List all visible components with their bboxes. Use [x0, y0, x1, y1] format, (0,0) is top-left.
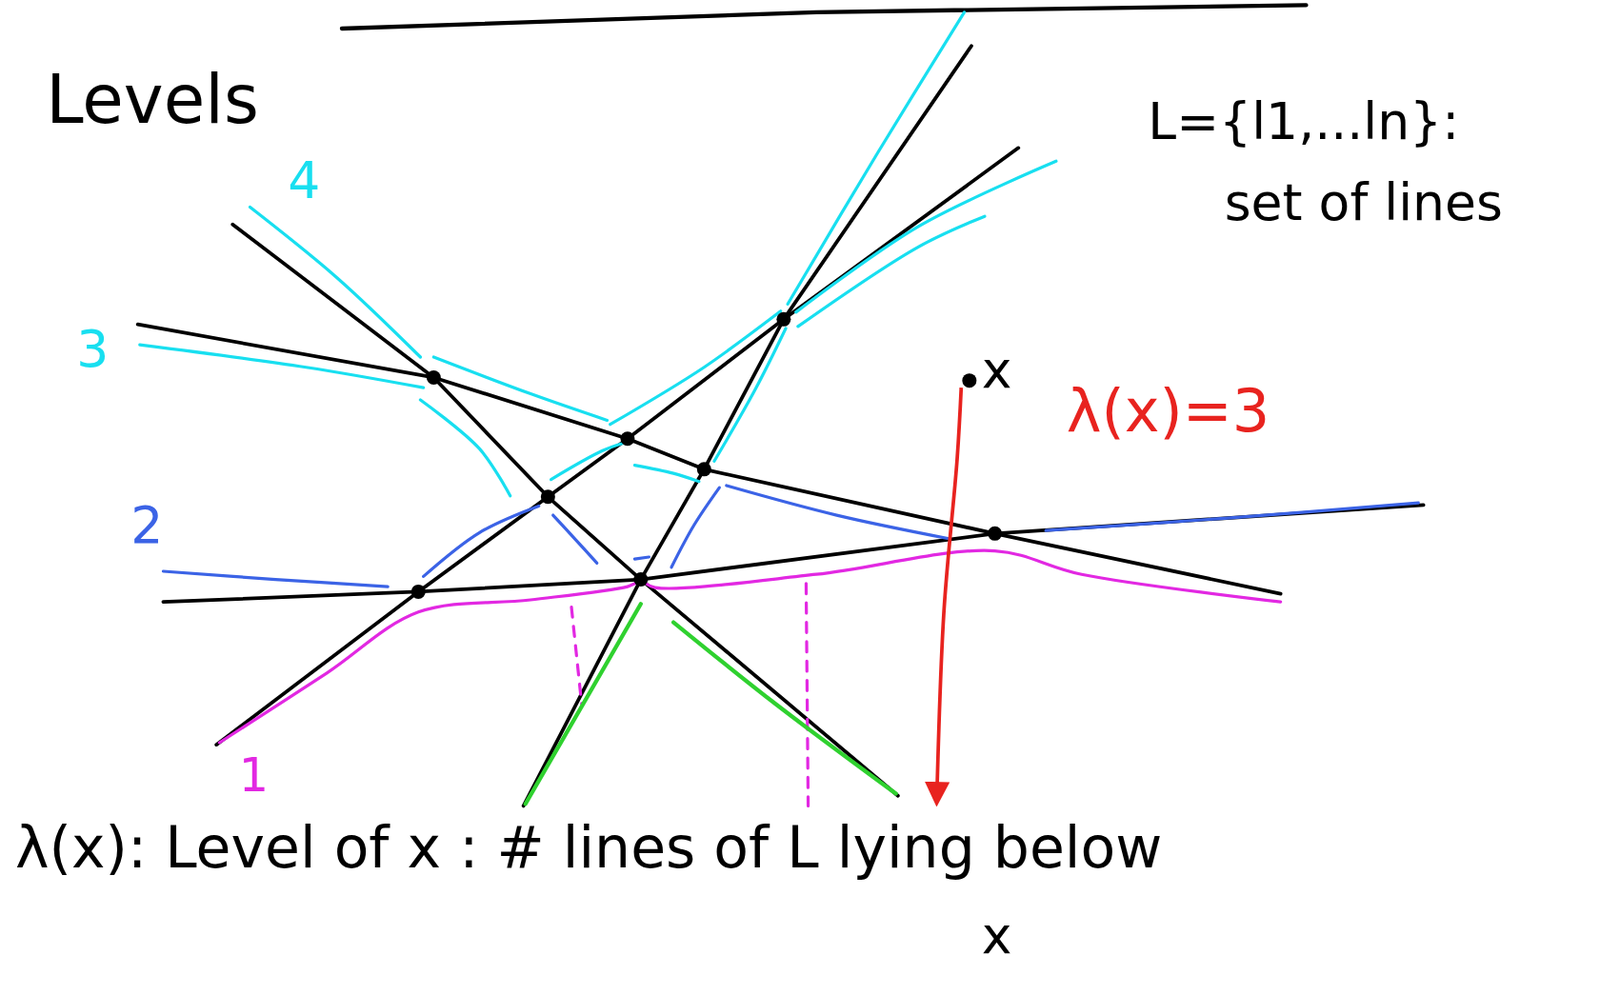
set-definition: L={l1,...ln}: — [1147, 94, 1460, 151]
line — [523, 45, 972, 806]
level-value: λ(x)=3 — [1066, 380, 1271, 445]
vertex-dot — [426, 370, 441, 385]
level-number: 1 — [239, 749, 269, 801]
level-number: 3 — [76, 320, 109, 378]
vertex-dot — [540, 489, 556, 504]
page-title: Levels — [45, 62, 260, 138]
point-label: x — [981, 342, 1013, 400]
vertex-dot — [411, 584, 426, 600]
level-curve — [433, 357, 607, 420]
level-curve — [634, 465, 700, 482]
level-curve — [798, 216, 985, 327]
level-curve — [420, 400, 510, 497]
green-segment — [525, 603, 641, 804]
vertex-dot — [961, 373, 977, 388]
vertex-dot — [697, 461, 712, 477]
line — [162, 504, 1423, 602]
level-curve — [1045, 502, 1419, 531]
level-curve — [140, 344, 424, 388]
top-rule — [341, 4, 1306, 29]
drop-arrow — [937, 387, 962, 802]
vertex-dot — [776, 312, 791, 327]
vertex-dot — [620, 431, 635, 446]
definition-note: λ(x): Level of x : # lines of L lying be… — [15, 816, 1162, 880]
level-curve — [249, 206, 420, 357]
level-curve — [714, 328, 786, 461]
level-curve — [610, 311, 781, 425]
dashed-drop — [571, 606, 582, 704]
level-curve — [796, 160, 1057, 313]
set-definition: set of lines — [1224, 175, 1503, 232]
level-curve — [162, 571, 388, 587]
level-number: 4 — [287, 153, 320, 210]
green-segment — [673, 622, 897, 795]
point-label: x — [981, 908, 1013, 965]
vertex-dot — [633, 572, 648, 587]
level-curve — [726, 485, 950, 540]
level-curve — [553, 515, 598, 563]
level-curve — [219, 550, 1280, 743]
level-curve — [551, 442, 625, 480]
level-curve — [671, 487, 720, 568]
level-number: 2 — [130, 498, 163, 555]
level-curve — [634, 557, 649, 560]
level-curve — [787, 12, 964, 304]
dashed-drop — [805, 583, 808, 807]
level-curve — [423, 505, 540, 577]
vertex-dot — [987, 526, 1002, 541]
